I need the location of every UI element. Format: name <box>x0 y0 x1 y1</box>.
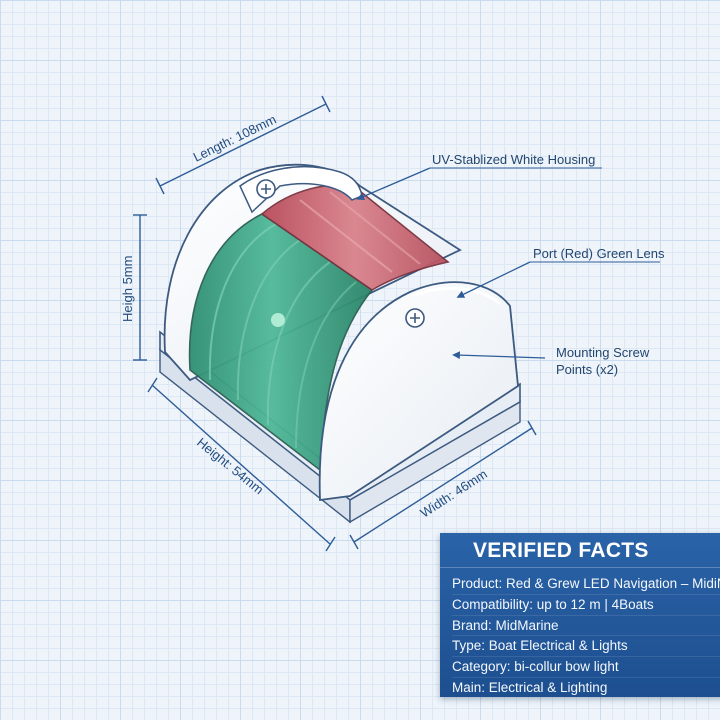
fact-category: Category: bi-collur bow light <box>452 657 720 678</box>
length-label: Length: 108mm <box>191 112 279 165</box>
green-lens <box>188 213 374 472</box>
callout-lens: Port (Red) Green Lens <box>456 246 665 298</box>
verified-facts-panel: VERIFIED FACTS Product: Red & Grew LED N… <box>440 533 720 697</box>
fact-compatibility: Compatibility: up to 12 m | 4Boats <box>452 595 720 616</box>
facts-title: VERIFIED FACTS <box>440 533 720 568</box>
fact-brand: Brand: MidMarine <box>452 616 720 637</box>
callout-screw: Mounting Screw Points (x2) <box>452 345 650 377</box>
dimension-height-vertical: Heigh 5mm <box>120 214 147 361</box>
red-lens <box>260 184 450 291</box>
callout-screw-line2: Points (x2) <box>556 362 618 377</box>
fact-type: Type: Boat Electrical & Lights <box>452 636 720 658</box>
housing-front <box>318 281 519 502</box>
housing-top-rim <box>239 166 363 214</box>
fact-product: Product: Red & Grew LED Navigation – Mid… <box>452 574 720 595</box>
callout-lens-text: Port (Red) Green Lens <box>533 246 665 261</box>
fact-main: Main: Electrical & Lighting <box>452 678 720 697</box>
height-vertical-label: Heigh 5mm <box>120 256 135 322</box>
callout-screw-line1: Mounting Screw <box>556 345 650 360</box>
facts-list: Product: Red & Grew LED Navigation – Mid… <box>440 568 720 697</box>
base-plate <box>159 330 521 524</box>
callout-housing: UV-Stablized White Housing <box>356 152 602 201</box>
callout-housing-text: UV-Stablized White Housing <box>432 152 595 167</box>
screw-front-icon <box>405 308 425 328</box>
screw-top-icon <box>256 179 276 199</box>
